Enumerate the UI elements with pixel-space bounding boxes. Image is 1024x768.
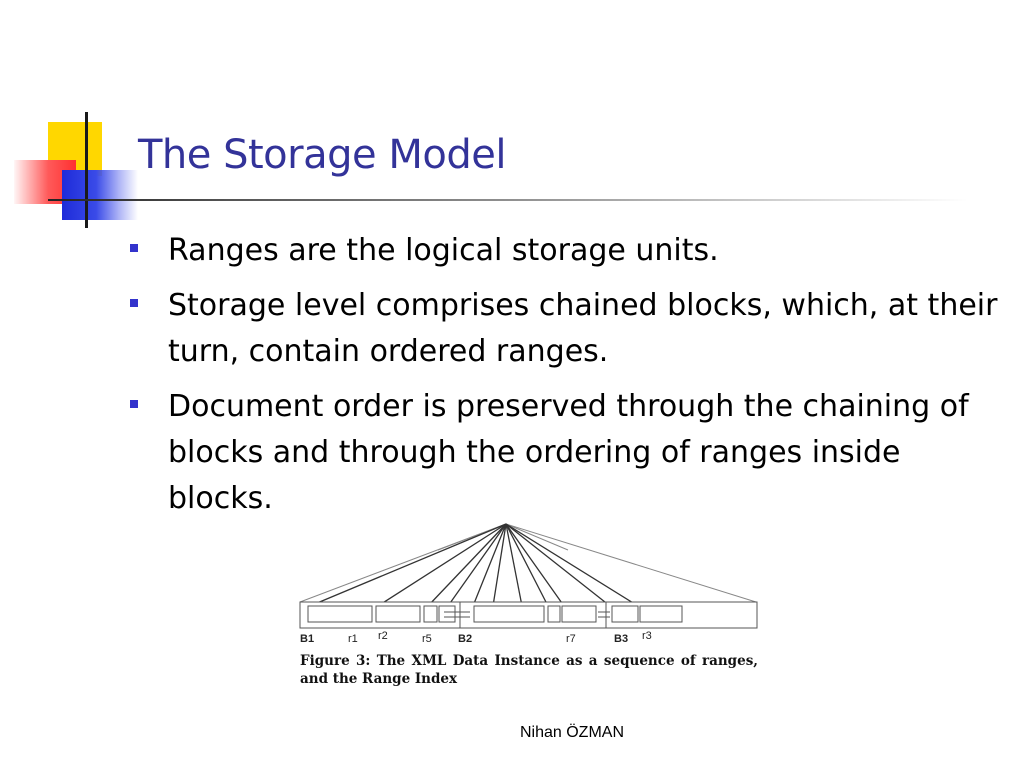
label-r2: r2 [378, 630, 388, 642]
label-r5: r5 [422, 633, 432, 645]
block-chain-links [444, 602, 610, 628]
square-bullet-icon [130, 400, 138, 408]
footer-author: Nihan ÖZMAN [519, 724, 625, 741]
figure-caption: Figure 3: The XML Data Instance as a seq… [300, 653, 758, 687]
range-boxes [307, 605, 683, 623]
title-underline [48, 199, 968, 201]
bullet-text: Storage level comprises chained blocks, … [168, 288, 998, 369]
bullet-item: Ranges are the logical storage units. [130, 228, 1010, 274]
bullet-list: Ranges are the logical storage units. St… [130, 228, 1010, 531]
label-r7: r7 [566, 633, 576, 645]
square-bullet-icon [130, 244, 138, 252]
label-r3: r3 [642, 630, 652, 642]
label-r1: r1 [348, 633, 358, 645]
logo-blue-square [62, 170, 138, 220]
figure-labels: B1 r1 r2 r5 B2 r7 B3 r3 [300, 630, 652, 645]
bullet-text: Document order is preserved through the … [168, 389, 969, 516]
square-bullet-icon [130, 299, 138, 307]
range-index-figure: B1 r1 r2 r5 B2 r7 B3 r3 [299, 523, 758, 645]
bullet-item: Storage level comprises chained blocks, … [130, 283, 1010, 375]
label-b3: B3 [614, 633, 628, 645]
label-b2: B2 [458, 633, 472, 645]
bullet-text: Ranges are the logical storage units. [168, 233, 719, 268]
logo-vertical-line [85, 112, 88, 228]
index-lines [299, 523, 757, 607]
label-b1: B1 [300, 633, 314, 645]
bullet-item: Document order is preserved through the … [130, 384, 1010, 522]
slide-title: The Storage Model [138, 132, 506, 178]
